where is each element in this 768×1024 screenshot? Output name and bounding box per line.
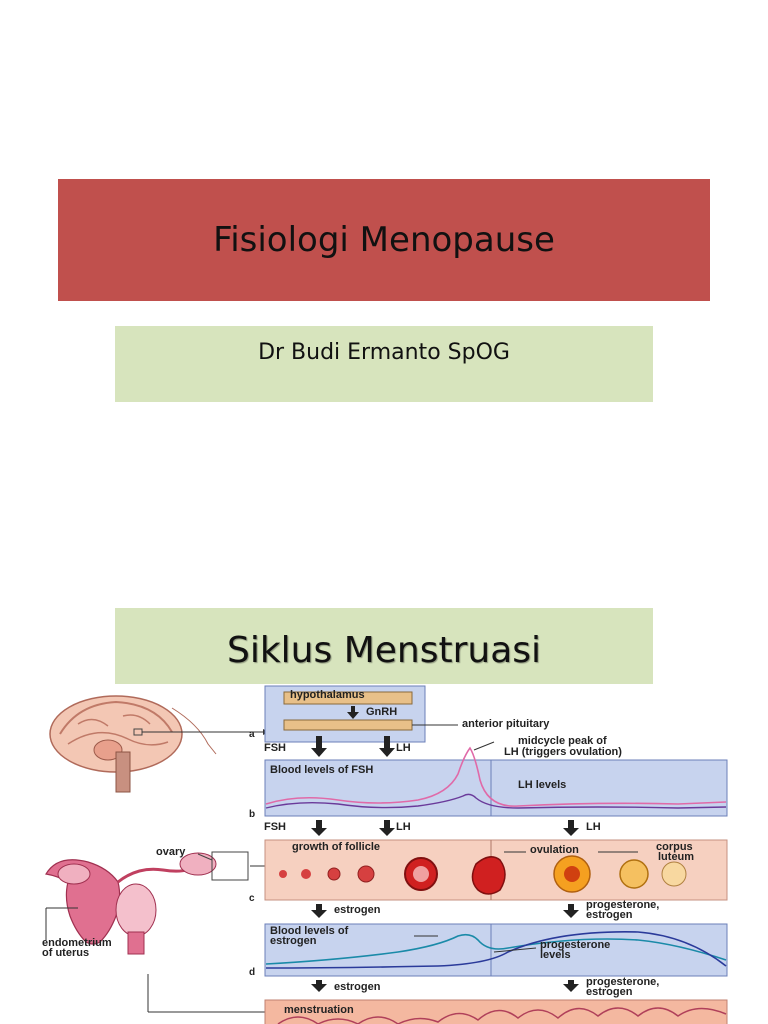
growth-follicle-label: growth of follicle: [292, 841, 380, 853]
slide-title: Fisiologi Menopause: [213, 220, 555, 260]
lh-triggers-label: LH (triggers ovulation): [504, 746, 622, 758]
fsh-label-b: FSH: [264, 821, 286, 833]
estrogen-arrow-d: [311, 980, 327, 992]
lh-label-a: LH: [396, 742, 411, 754]
progesterone-arrow-c: [563, 904, 579, 918]
slide-title-2: Siklus Menstruasi: [226, 630, 542, 671]
progesterone-curve: [265, 931, 727, 969]
subtitle-banner: Dr Budi Ermanto SpOG: [115, 326, 653, 402]
lh-label-b: LH: [396, 821, 411, 833]
progesterone-label-d1: progesterone,: [586, 976, 660, 988]
midcycle-peak-label: midcycle peak of: [518, 735, 607, 747]
title-banner-2: Siklus Menstruasi: [115, 608, 653, 688]
lh-arrow-b: [379, 820, 395, 836]
endometrium-label-2: of uterus: [42, 947, 90, 959]
hypothalamus-label: hypothalamus: [290, 689, 365, 701]
ovulation-follicle: [471, 856, 506, 895]
anterior-pituitary-label: anterior pituitary: [462, 718, 550, 730]
menstrual-cycle-figure: hypothalamus GnRH anterior pituitary a F…: [38, 684, 730, 1024]
panel-a-label: a: [249, 729, 255, 740]
lh-arrow-a: [379, 736, 395, 757]
fsh-label-a: FSH: [264, 742, 286, 754]
ovary-label: ovary: [156, 846, 186, 858]
uterus-illustration: [45, 851, 265, 1013]
panel-d-label: d: [249, 967, 256, 978]
progesterone-levels-label-2: levels: [540, 949, 571, 961]
fsh-arrow-b: [311, 820, 327, 836]
title-banner: Fisiologi Menopause: [58, 179, 710, 301]
estrogen-arrow-c: [311, 904, 327, 918]
progesterone-label-d2: estrogen: [586, 986, 633, 998]
blood-fsh-label: Blood levels of FSH: [270, 764, 374, 776]
hypothalamus-box: [283, 691, 413, 705]
panel-b-label: b: [249, 809, 256, 820]
estrogen-label-d: estrogen: [334, 981, 381, 993]
fsh-curve: [265, 793, 727, 809]
lh-label-b2: LH: [586, 821, 601, 833]
blood-estrogen-label-1: Blood levels of: [270, 925, 349, 937]
luteum-label: luteum: [658, 851, 695, 863]
endometrium-panel: [264, 999, 728, 1024]
progesterone-label-c1: progesterone,: [586, 899, 660, 911]
slide-1: Fisiologi Menopause Dr Budi Ermanto SpOG: [58, 179, 710, 402]
blood-estrogen-label-2: estrogen: [270, 935, 317, 947]
ovulation-label: ovulation: [530, 844, 579, 856]
lh-arrow-b2: [563, 820, 579, 836]
gnrh-arrow: [347, 706, 359, 719]
slide-subtitle: Dr Budi Ermanto SpOG: [258, 340, 510, 365]
anterior-pituitary-box: [283, 719, 413, 731]
panel-c-label: c: [249, 893, 255, 904]
estrogen-curve: [265, 933, 727, 965]
gnrh-label: GnRH: [366, 706, 398, 718]
fsh-arrow-a: [311, 736, 327, 757]
brain-illustration: [49, 695, 269, 793]
lh-curve: [265, 746, 727, 807]
menstruation-label: menstruation: [284, 1004, 354, 1016]
lh-levels-label: LH levels: [518, 779, 567, 791]
endometrium-label-1: endometrium: [42, 937, 112, 949]
estrogen-label-c: estrogen: [334, 904, 381, 916]
progesterone-arrow-d: [563, 980, 579, 992]
slide-2: Siklus Menstruasi: [0, 512, 768, 1024]
corpus-label: corpus: [656, 841, 693, 853]
figure-graphics: [45, 685, 728, 1024]
progesterone-levels-label-1: progesterone: [540, 939, 611, 951]
progesterone-label-c2: estrogen: [586, 909, 633, 921]
